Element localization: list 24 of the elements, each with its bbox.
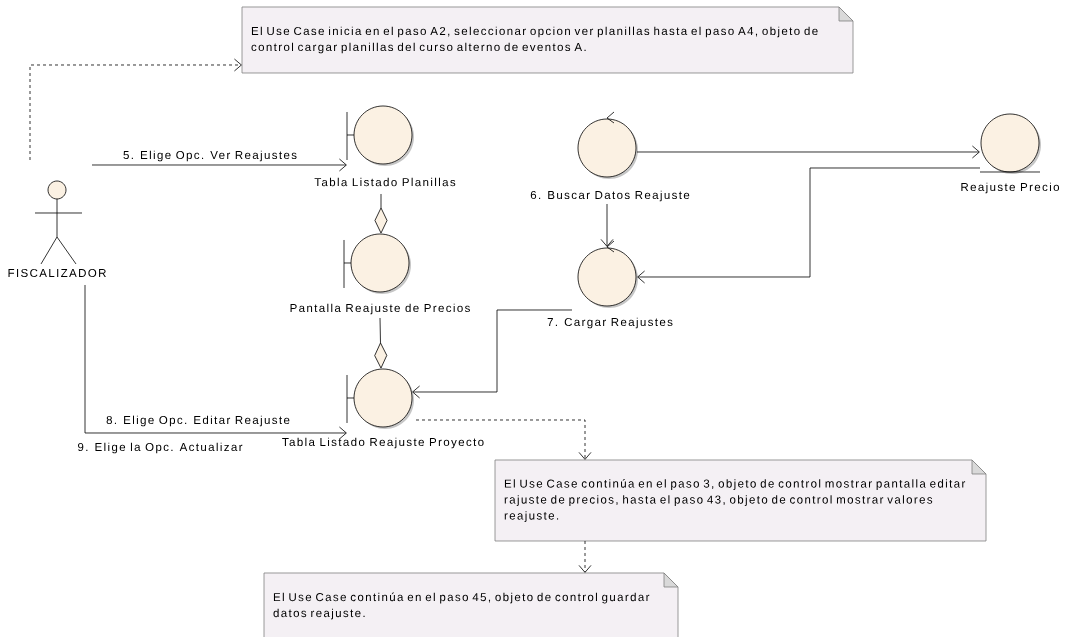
- aggregation-line: [374, 317, 388, 369]
- arrow: [600, 203, 614, 247]
- arrow: [84, 284, 347, 440]
- object-label: Pantalla Reajuste de Precios: [290, 303, 470, 315]
- note-box: El Use Case continúa en el paso 3, objeto de control mostrar pantalla editar rajuste de precios, hasta el paso 43, objeto de control mostrar valores reajuste.: [494, 459, 987, 542]
- object-label: 6. Buscar Datos Reajuste: [530, 190, 690, 202]
- dashed-arrow: [578, 540, 592, 573]
- aggregation-line: [374, 193, 388, 234]
- message-label: 9. Elige la Opc. Actualizar: [78, 442, 243, 454]
- object-label: 7. Cargar Reajustes: [547, 317, 673, 329]
- edge-label: 8. Elige Opc. Editar Reajuste: [105, 414, 291, 428]
- note-box: El Use Case continúa en el paso 45, objeto de control guardar datos reajuste.: [263, 572, 679, 637]
- arrow: [637, 167, 981, 284]
- arrow: [636, 145, 980, 159]
- arrow: [91, 158, 347, 172]
- arrow: [412, 309, 573, 399]
- note-box: El Use Case inicia en el paso A2, seleccionar opcion ver planillas hasta el paso A4, objeto de control cargar planillas del curso alterno de eventos A.: [241, 6, 854, 74]
- dashed-arrow: [29, 58, 242, 161]
- edge-label: 5. Elige Opc. Ver Reajustes: [122, 149, 299, 163]
- object-label: Reajuste Precio: [961, 182, 1060, 194]
- dashed-arrow: [415, 419, 592, 460]
- object-label: Tabla Listado Reajuste Proyecto: [282, 437, 484, 449]
- object-label: Tabla Listado Planillas: [314, 177, 456, 187]
- actor-name: FISCALIZADOR: [8, 268, 106, 278]
